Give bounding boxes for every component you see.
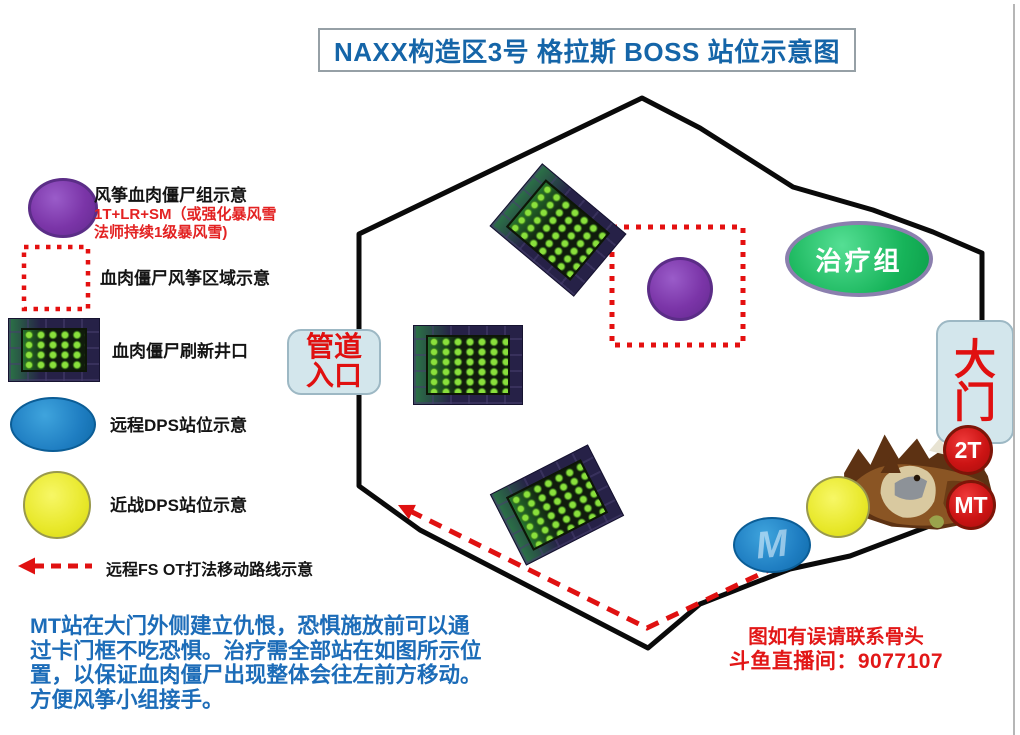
tactics-note-line: 方便风筝小组接手。	[30, 687, 224, 712]
legend-sublabel-kite-group-1: 1T+LR+SM（或强化暴风雪	[94, 206, 277, 223]
maintank-circle: MT	[946, 480, 996, 530]
pipe-entrance-box: 管道 入口	[287, 329, 381, 395]
pipe-entrance-line2: 入口	[305, 360, 362, 391]
kite-route-arrowhead	[398, 504, 416, 520]
kite-zone-square	[609, 224, 746, 348]
legend-label-ranged-dps: 远程DPS站位示意	[110, 416, 247, 435]
gate-label-char2: 门	[953, 379, 996, 426]
gate-label-char1: 大	[953, 336, 996, 384]
legend-label-kite-route: 远程FS OT打法移动路线示意	[106, 562, 314, 579]
contact-line2: 斗鱼直播间：9077107	[728, 650, 944, 673]
legend-label-kite-zone: 血肉僵尸风筝区域示意	[100, 269, 270, 288]
healer-group-label: 治疗组	[815, 246, 903, 277]
contact-note: 图如有误请联系骨头 斗鱼直播间：9077107	[698, 625, 974, 675]
legend-spawn-grate-icon	[8, 318, 100, 382]
legend-ranged-dps-icon	[10, 397, 96, 452]
page-title: NAXX构造区3号 格拉斯 BOSS 站位示意图	[333, 36, 841, 67]
title-box: NAXX构造区3号 格拉斯 BOSS 站位示意图	[318, 28, 856, 72]
maintank-label: MT	[954, 491, 988, 518]
legend-kite-zone-square	[21, 244, 91, 312]
legend-sublabel-kite-group-2: 法师持续1级暴风雪)	[94, 224, 228, 241]
legend-label-spawn-grate: 血肉僵尸刷新井口	[112, 342, 248, 361]
legend-label-melee-dps: 近战DPS站位示意	[110, 496, 247, 515]
tactics-note-line: MT站在大门外侧建立仇恨，恐惧施放前可以通	[30, 614, 470, 638]
ranged-dps-ellipse: M	[733, 517, 811, 573]
offtank-label: 2T	[954, 436, 982, 463]
offtank-circle: 2T	[943, 425, 993, 475]
legend-label-kite-group: 风筝血肉僵尸组示意	[94, 186, 247, 205]
tactics-note: MT站在大门外侧建立仇恨，恐惧施放前可以通 过卡门框不吃恐惧。治疗需全部站在如图…	[30, 614, 482, 712]
watermark-m: M	[754, 521, 790, 568]
legend-kite-group-icon	[28, 178, 98, 238]
melee-dps-circle	[806, 476, 870, 538]
contact-line1: 图如有误请联系骨头	[748, 626, 924, 648]
grate-bars	[21, 328, 87, 372]
page-edge-shadow	[1013, 4, 1015, 735]
legend-melee-dps-icon	[23, 471, 91, 539]
grate-bars	[426, 335, 510, 395]
healer-group-ellipse: 治疗组	[785, 221, 933, 297]
room-outline	[356, 95, 985, 651]
spawn-grate-middle	[413, 325, 523, 405]
legend-route-arrowhead	[18, 557, 35, 575]
tactics-note-line: 置，以保证血肉僵尸出现整体会往左前方移动。	[30, 663, 482, 687]
pipe-entrance-line1: 管道	[305, 331, 362, 363]
kite-group-circle	[647, 257, 713, 321]
kite-route-path	[408, 508, 777, 631]
tactics-note-line: 过卡门框不吃恐惧。治疗需全部站在如图所示位	[30, 638, 482, 663]
